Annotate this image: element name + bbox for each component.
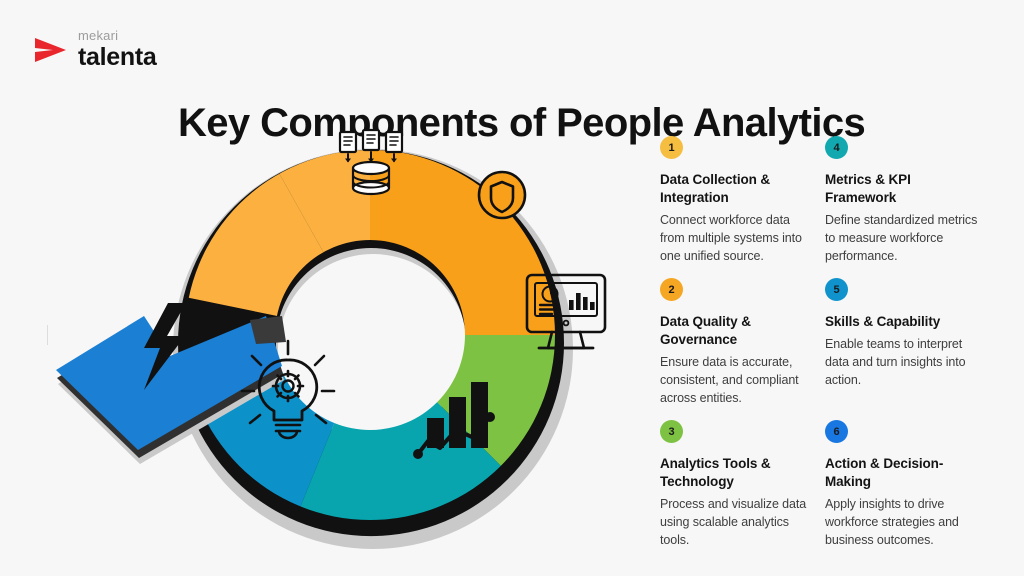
arrowhead-bevel xyxy=(250,316,286,344)
badge-number-1: 1 xyxy=(660,136,683,159)
brand-name-mekari: mekari xyxy=(78,28,119,43)
database-documents-icon xyxy=(338,128,404,196)
arrow-head-segment-6 xyxy=(56,316,282,450)
dashboard-monitor-icon xyxy=(525,273,607,350)
component-title-1: Data Collection & Integration xyxy=(660,172,771,205)
badge-number-3: 3 xyxy=(660,420,683,443)
shield-circle-icon xyxy=(477,170,527,220)
page-title: Key Components of People Analytics xyxy=(178,100,866,145)
decorative-tick xyxy=(47,325,48,345)
component-item-6: 6 Action & Decision-Making Apply insight… xyxy=(825,420,980,562)
badge-number-5: 5 xyxy=(825,278,848,301)
component-desc-3: Process and visualize data using scalabl… xyxy=(660,496,807,548)
component-item-4: 4 Metrics & KPI Framework Define standar… xyxy=(825,136,980,278)
component-item-2: 2 Data Quality & Governance Ensure data … xyxy=(660,278,815,420)
brand-logo: mekari talenta xyxy=(33,28,157,71)
mekari-chevron-icon xyxy=(35,37,66,62)
component-title-4: Metrics & KPI Framework xyxy=(825,172,911,205)
component-desc-2: Ensure data is accurate, consistent, and… xyxy=(660,354,799,406)
lightbulb-gear-icon xyxy=(240,339,336,440)
arc-segment-4 xyxy=(295,335,513,520)
component-desc-1: Connect workforce data from multiple sys… xyxy=(660,212,802,264)
component-item-1: 1 Data Collection & Integration Connect … xyxy=(660,136,815,278)
component-desc-6: Apply insights to drive workforce strate… xyxy=(825,496,959,548)
component-title-5: Skills & Capability xyxy=(825,314,941,329)
badge-number-6: 6 xyxy=(825,420,848,443)
components-list: 1 Data Collection & Integration Connect … xyxy=(660,136,1010,556)
brand-name-talenta: talenta xyxy=(78,43,157,71)
lightning-bolt-icon xyxy=(144,303,186,390)
bar-chart-trend-icon xyxy=(413,382,495,459)
component-title-2: Data Quality & Governance xyxy=(660,314,751,347)
brand-wordmark: mekari talenta xyxy=(78,28,157,71)
component-title-3: Analytics Tools & Technology xyxy=(660,456,771,489)
component-item-5: 5 Skills & Capability Enable teams to in… xyxy=(825,278,980,420)
component-item-3: 3 Analytics Tools & Technology Process a… xyxy=(660,420,815,562)
badge-number-4: 4 xyxy=(825,136,848,159)
component-desc-4: Define standardized metrics to measure w… xyxy=(825,212,978,264)
process-arc-diagram xyxy=(20,120,660,560)
badge-number-2: 2 xyxy=(660,278,683,301)
component-desc-5: Enable teams to interpret data and turn … xyxy=(825,336,966,388)
component-title-6: Action & Decision-Making xyxy=(825,456,944,489)
